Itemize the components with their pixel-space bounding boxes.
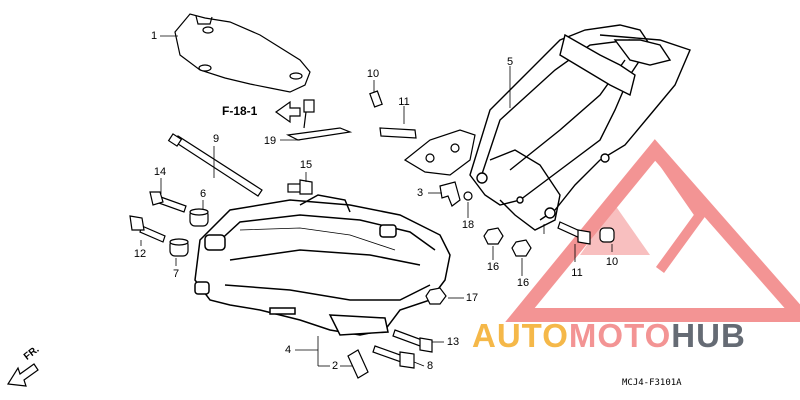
leader-lines: [140, 35, 613, 367]
watermark-part-auto: AUTO: [472, 317, 569, 354]
callout-1: 1: [150, 30, 158, 42]
watermark-text: AUTOMOTOHUB: [472, 318, 746, 354]
part-14-bolt: [149, 191, 187, 213]
part-5-rear-subframe: [469, 24, 691, 231]
callout-4: 4: [284, 344, 292, 356]
callout-10-top: 10: [366, 68, 380, 80]
part-9-long-bolt: [167, 133, 263, 197]
part-8-bolt: [372, 345, 415, 369]
callout-2: 2: [331, 360, 339, 372]
callout-7: 7: [172, 268, 180, 280]
watermark-logo-icon: [505, 139, 800, 322]
callout-16-right: 16: [516, 277, 530, 289]
part-15-bolt: [287, 179, 313, 195]
part-13-bolt: [392, 329, 433, 353]
callout-19: 19: [263, 135, 277, 147]
part-2-pin: [347, 349, 369, 379]
part-16-nut-b: [511, 239, 532, 257]
watermark-part-moto: MOTO: [568, 317, 672, 354]
callout-11-bottom: 11: [571, 267, 583, 279]
diagram-code: MCJ4-F3101A: [622, 378, 682, 388]
part-12-bolt: [129, 215, 166, 243]
reference-arrow-icon: [274, 100, 301, 124]
callout-15: 15: [299, 159, 313, 171]
callout-9: 9: [212, 133, 220, 145]
reference-label: F-18-1: [222, 104, 258, 118]
part-10-11-bracket: [369, 90, 476, 176]
callout-13: 13: [446, 336, 460, 348]
callout-3: 3: [416, 187, 424, 199]
part-4-main-frame: [194, 194, 451, 336]
callout-14: 14: [153, 166, 167, 178]
callout-5: 5: [506, 56, 514, 68]
part-3-bracket: [439, 181, 473, 207]
callout-8: 8: [426, 360, 434, 372]
watermark-part-hub: HUB: [671, 317, 746, 354]
part-7-collar: [169, 238, 189, 257]
callout-17: 17: [465, 292, 479, 304]
part-1-cover-plate: [174, 13, 311, 93]
part-10-bolt-right: [599, 227, 615, 243]
callout-16-left: 16: [486, 261, 500, 273]
front-arrow-icon: [6, 363, 39, 387]
callout-11-top: 11: [398, 96, 410, 108]
part-19-clip: [285, 99, 353, 141]
callout-10-bottom: 10: [605, 256, 619, 268]
callout-12: 12: [133, 248, 147, 260]
callout-6: 6: [199, 188, 207, 200]
part-11-bolt-right: [557, 221, 591, 245]
part-6-collar: [189, 208, 209, 227]
part-16-nut-a: [483, 227, 504, 245]
callout-18: 18: [461, 219, 475, 231]
part-17-nut: [425, 287, 447, 305]
